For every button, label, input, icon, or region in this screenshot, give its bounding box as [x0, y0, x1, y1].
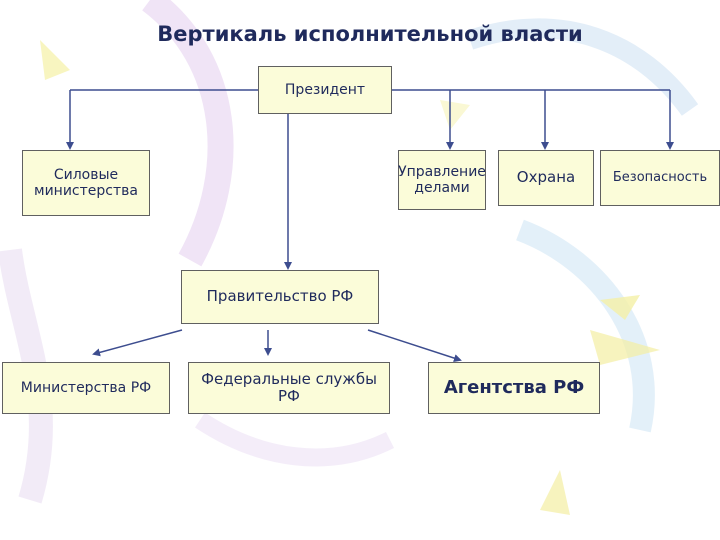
node-security: Безопасность [600, 150, 720, 206]
node-federal-services-label: Федеральные службы РФ [201, 369, 377, 405]
node-administration-label: Управление делами [398, 163, 486, 196]
page-title: Вертикаль исполнительной власти [157, 22, 583, 46]
node-security-label: Безопасность [612, 169, 708, 185]
node-ministries-label: Министерства РФ [20, 379, 152, 396]
node-agencies-label: Агентства РФ [443, 376, 585, 398]
node-power-ministries: Силовые министерства [22, 150, 150, 216]
arrow-to-agencies [367, 329, 462, 362]
node-administration: Управление делами [398, 150, 486, 210]
node-government-label: Правительство РФ [206, 287, 354, 306]
node-agencies: Агентства РФ [428, 362, 600, 414]
arrow-to-ministries [92, 329, 183, 357]
node-federal-services: Федеральные службы РФ [188, 362, 390, 414]
node-power-ministries-label: Силовые министерства [34, 166, 138, 199]
node-president: Президент [258, 66, 392, 114]
node-government: Правительство РФ [181, 270, 379, 324]
node-guard-label: Охрана [516, 168, 576, 187]
node-ministries: Министерства РФ [2, 362, 170, 414]
node-president-label: Президент [284, 81, 366, 98]
node-guard: Охрана [498, 150, 594, 206]
